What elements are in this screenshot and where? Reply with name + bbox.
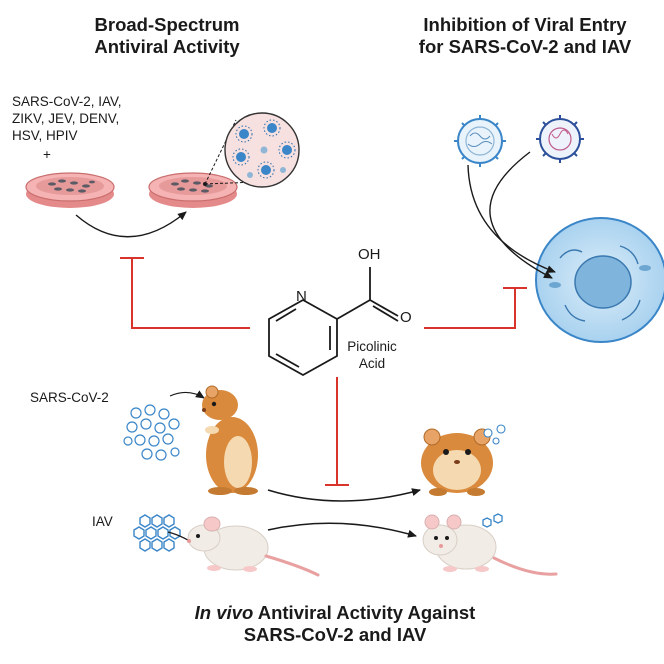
picolinic-acid-structure	[268, 267, 399, 377]
residual-iav-virus	[482, 513, 503, 528]
sars-entry-arrow	[467, 164, 556, 273]
host-cell-icon	[535, 217, 664, 343]
mouse-treatment-arrow	[267, 522, 417, 538]
hamster-standing-icon	[202, 385, 258, 495]
dish-transition-arrow	[75, 211, 187, 238]
picolinic-acid-label: Picolinic Acid	[340, 338, 404, 372]
entry-title-line2: for SARS-CoV-2 and IAV	[418, 36, 632, 57]
compound-name-line2: Acid	[358, 356, 386, 371]
in-vivo-italic: In vivo	[194, 602, 254, 623]
in-vivo-title-rest: Antiviral Activity Against	[253, 602, 476, 623]
in-vivo-title: In vivo Antiviral Activity Against SARS-…	[170, 602, 500, 646]
in-vivo-title-line1: In vivo Antiviral Activity Against	[170, 602, 500, 624]
oh-label: OH	[358, 246, 381, 263]
entry-title-line1: Inhibition of Viral Entry	[423, 14, 627, 35]
petri-dish-left	[25, 172, 115, 208]
residual-sars-virus	[483, 424, 506, 445]
sars-cov-2-virion-icon	[454, 115, 506, 167]
plus-sign: +	[43, 147, 51, 162]
iav-entry-arrow	[489, 151, 553, 279]
iav-virus-cluster	[133, 514, 181, 552]
iav-virion-icon	[536, 115, 584, 163]
hamster-treatment-arrow	[267, 488, 421, 502]
viral-entry-title: Inhibition of Viral Entry for SARS-CoV-2…	[400, 14, 650, 58]
in-vivo-title-line2: SARS-CoV-2 and IAV	[243, 624, 427, 645]
hamster-healthy-icon	[421, 428, 493, 496]
iav-label: IAV	[92, 514, 113, 529]
n-label: N	[296, 288, 307, 305]
zoom-magnifier	[204, 112, 300, 188]
virus-list-line1: SARS-CoV-2, IAV,	[12, 94, 122, 109]
broad-title-line2: Antiviral Activity	[94, 36, 240, 57]
compound-name-line1: Picolinic	[347, 339, 397, 354]
virus-list-label: SARS-CoV-2, IAV, ZIKV, JEV, DENV, HSV, H…	[12, 93, 122, 144]
broad-title-line1: Broad-Spectrum	[94, 14, 240, 35]
petri-dish-right	[148, 172, 238, 208]
inhibition-lines	[120, 257, 527, 486]
broad-spectrum-title: Broad-Spectrum Antiviral Activity	[82, 14, 252, 58]
mouse-sick-icon	[187, 516, 320, 577]
mouse-healthy-icon	[422, 514, 558, 576]
sars-cov-2-label: SARS-CoV-2	[30, 390, 109, 405]
sars-virus-cluster	[123, 404, 180, 461]
virus-list-line3: HSV, HPIV	[12, 128, 78, 143]
o-label: O	[400, 309, 412, 326]
virus-list-line2: ZIKV, JEV, DENV,	[12, 111, 120, 126]
sars-infection-arrow	[169, 390, 205, 399]
